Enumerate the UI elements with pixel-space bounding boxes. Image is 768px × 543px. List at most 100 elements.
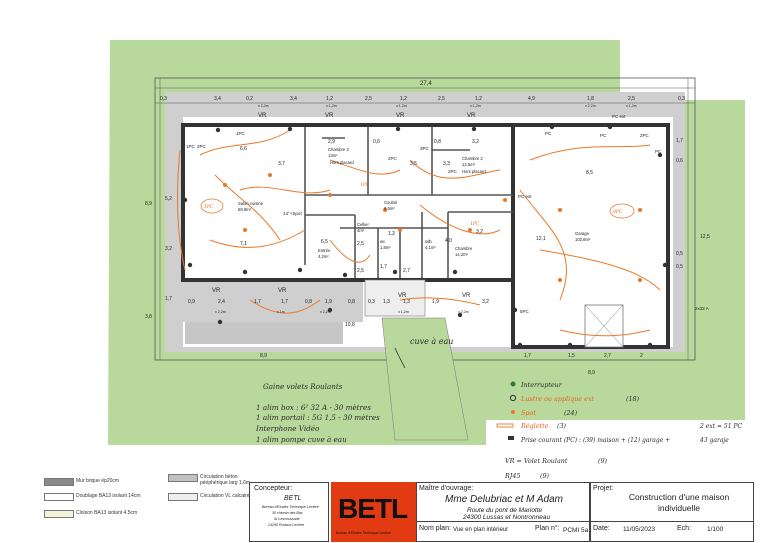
svg-text:1 alim pompe cuve à eau: 1 alim pompe cuve à eau [256, 435, 347, 444]
svg-text:x 2,2m: x 2,2m [215, 310, 226, 314]
svg-text:5PC: 5PC [520, 309, 530, 314]
svg-text:PC ext: PC ext [612, 114, 626, 119]
svg-text:1,2: 1,2 [475, 96, 482, 102]
svg-text:PC ext: PC ext [518, 194, 532, 199]
svg-text:VR = Volet Roulant: VR = Volet Roulant [505, 457, 568, 465]
svg-text:14°+Spot: 14°+Spot [283, 211, 302, 216]
betl-logo: BETL Bureau d'Etudes Technique Leclère [331, 482, 417, 542]
svg-text:1,7: 1,7 [165, 296, 172, 302]
svg-text:14,2m²: 14,2m² [455, 252, 469, 257]
svg-text:3,2: 3,2 [165, 246, 172, 252]
svg-text:RJ45: RJ45 [504, 472, 521, 480]
svg-text:2PC: 2PC [197, 144, 207, 149]
svg-text:1,7: 1,7 [380, 264, 387, 270]
room-salon-area: 58.9m² [238, 207, 252, 212]
room-couloir-name: Couloir [384, 200, 398, 205]
svg-text:Lustre ou applique ext: Lustre ou applique ext [520, 395, 595, 403]
svg-text:2,5: 2,5 [628, 96, 635, 102]
legend-swatch [168, 474, 198, 482]
legend-text: Circulation VL calcaire [200, 493, 250, 499]
svg-text:12,1: 12,1 [536, 236, 546, 242]
svg-text:0,3: 0,3 [160, 96, 167, 102]
svg-text:1,7: 1,7 [676, 138, 683, 144]
svg-text:1 alim box : 6² 32 A - 30 mètr: 1 alim box : 6² 32 A - 30 mètres [256, 403, 371, 412]
svg-text:Prise courant (PC) : (39) mais: Prise courant (PC) : (39) maison + (12) … [520, 437, 670, 444]
svg-text:2x32 A: 2x32 A [695, 306, 709, 311]
svg-text:8PC: 8PC [613, 209, 623, 215]
room-wc-name: wc [380, 239, 385, 244]
circulation-south-2 [185, 322, 343, 344]
svg-text:Réglette: Réglette [520, 422, 549, 430]
svg-text:PC: PC [545, 131, 552, 136]
svg-text:0,5: 0,5 [676, 264, 683, 270]
svg-text:3PC: 3PC [420, 146, 430, 151]
svg-text:1,9: 1,9 [432, 299, 439, 305]
svg-text:2PC: 2PC [640, 133, 650, 138]
logo-text: BETL [338, 493, 408, 524]
svg-text:PC: PC [600, 133, 607, 138]
room-dims: 6,6 7,1 2,9 3,2 3,7 3,5 3,3 4,0 0,6 0,8 … [240, 139, 593, 274]
svg-text:1PC: 1PC [470, 221, 480, 227]
svg-text:x 1,2m: x 1,2m [396, 104, 407, 108]
room-salon-name: Salon cuisine [238, 201, 264, 206]
svg-text:0,8: 0,8 [434, 139, 441, 145]
moa-name: Mme Delubriac et M Adam [445, 494, 563, 505]
nom-plan-value: Vue en plan intérieur [453, 527, 509, 533]
svg-text:Gaine volets Roulants: Gaine volets Roulants [263, 382, 343, 391]
window-codes: x 2,2m x 1,2m x 1,2m x 1,2m x 2,2m x 2,2… [215, 104, 637, 314]
svg-text:1PC: 1PC [186, 144, 196, 149]
svg-text:VR: VR [467, 113, 476, 119]
svg-text:6,6: 6,6 [240, 146, 247, 152]
legend-swatch [44, 510, 74, 518]
svg-text:3,7: 3,7 [278, 161, 285, 167]
concepteur-label: Concepteur: [254, 485, 293, 492]
svg-text:0,2: 0,2 [246, 96, 253, 102]
svg-text:13m²: 13m² [328, 153, 338, 158]
svg-text:2,4: 2,4 [218, 299, 225, 305]
svg-text:Spot: Spot [521, 409, 536, 417]
svg-text:2,9: 2,9 [328, 139, 335, 145]
svg-text:1PC: 1PC [204, 204, 214, 210]
room-garage-name: Garage [575, 231, 590, 236]
svg-text:x 2,2m: x 2,2m [585, 104, 596, 108]
svg-text:3,8: 3,8 [145, 314, 152, 320]
svg-text:3,5: 3,5 [410, 161, 417, 167]
svg-text:2: 2 [640, 353, 643, 359]
svg-text:5,2: 5,2 [165, 196, 172, 202]
svg-text:12,5m²: 12,5m² [462, 162, 476, 167]
legend-swatch [44, 478, 74, 486]
svg-text:x 2,2m: x 2,2m [320, 310, 331, 314]
svg-text:8,9: 8,9 [588, 370, 595, 376]
outlet-labels: 1PC 2PC 3PC PC PC 2PC 1PC 5PC PC 2PC PC … [186, 114, 709, 314]
electrical-legend: Interrupteur Lustre ou applique ext (18)… [496, 381, 742, 480]
svg-text:102,8m²: 102,8m² [575, 237, 591, 242]
svg-text:4,2m²: 4,2m² [318, 254, 329, 259]
svg-text:3,4: 3,4 [214, 96, 221, 102]
legend-text: Doublage BA13 isolant 14cm [76, 493, 141, 499]
svg-text:0,3: 0,3 [368, 299, 375, 305]
room-entree-name: Entrée [318, 248, 331, 253]
room-labels: Salon cuisine 58.9m² Chambre 3 13m² Cham… [238, 147, 591, 259]
svg-text:8,9: 8,9 [145, 201, 152, 207]
svg-text:1,5: 1,5 [568, 353, 575, 359]
svg-text:x 1,2m: x 1,2m [626, 104, 637, 108]
hand-notes: Gaine volets Roulants 1 alim box : 6² 32… [255, 382, 380, 444]
svg-text:2,5: 2,5 [357, 241, 364, 247]
svg-text:1 alim portail : 5G 1,5 - 30 m: 1 alim portail : 5G 1,5 - 30 mètres [256, 413, 380, 422]
svg-text:x 2,2m: x 2,2m [258, 104, 269, 108]
vr-labels: VR VR VR VR VR VR VR VR [212, 113, 476, 299]
svg-text:10,8: 10,8 [345, 322, 355, 328]
room-ch3-name: Chambre 3 [328, 147, 349, 152]
dim-overall: 27,4 [420, 81, 432, 87]
svg-text:0,6: 0,6 [373, 139, 380, 145]
room-chambre1-name: Chambre [455, 246, 473, 251]
lawn-wedge [381, 317, 469, 441]
projet-value: Construction d'une maison individuelle [628, 492, 730, 513]
partitions [304, 127, 513, 278]
svg-text:0,9: 0,9 [188, 299, 195, 305]
legend-swatch [44, 493, 74, 501]
svg-text:PC: PC [655, 149, 662, 154]
svg-text:0,6: 0,6 [676, 158, 683, 164]
svg-text:1,2: 1,2 [326, 96, 333, 102]
svg-text:1,2: 1,2 [388, 231, 395, 237]
